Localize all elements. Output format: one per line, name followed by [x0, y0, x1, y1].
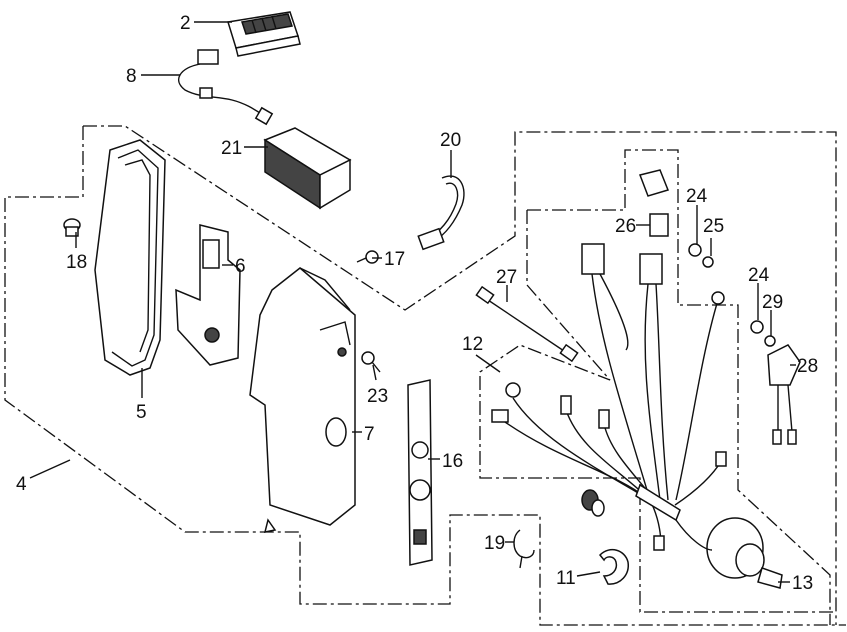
gasket-part-16	[407, 379, 433, 566]
group-outline-left	[4, 125, 846, 626]
nut-part-25	[702, 256, 714, 268]
relay-part-28	[767, 344, 801, 445]
callout-11: 11	[556, 568, 576, 589]
callout-12: 12	[462, 334, 483, 355]
callout-13: 13	[792, 573, 813, 594]
cover-part-5	[94, 139, 166, 376]
bracket-part-6	[175, 224, 241, 366]
control-box-part-7	[249, 267, 356, 533]
callout-5: 5	[136, 402, 147, 423]
regulator-part	[227, 11, 301, 57]
callout-25: 25	[703, 216, 724, 237]
nut-part-24a	[688, 243, 702, 257]
wire-part-27	[475, 285, 579, 363]
fuse-part-26	[638, 169, 670, 237]
callout-20: 20	[440, 130, 461, 151]
leader-lines	[29, 21, 796, 583]
callout-6: 6	[235, 256, 246, 277]
callout-23: 23	[367, 386, 388, 407]
bolt-part-18	[63, 218, 81, 237]
callout-labels: 2 8 21 20 18 6 17 27 26 24 25 24 29 28 1…	[16, 13, 818, 594]
key-switch-part-13	[675, 517, 783, 589]
callout-8: 8	[126, 66, 137, 87]
callout-29: 29	[762, 292, 783, 313]
callout-26: 26	[615, 216, 636, 237]
callout-7: 7	[364, 424, 375, 445]
harness-part-12	[491, 243, 727, 551]
screw-part-23	[361, 351, 381, 373]
callout-4: 4	[16, 474, 27, 495]
grommet-part	[581, 489, 605, 517]
wire-lead-part	[178, 49, 274, 126]
nut-part-24b	[750, 320, 764, 334]
callout-24a: 24	[686, 186, 708, 207]
clamp-band-part	[417, 175, 465, 251]
callout-18: 18	[66, 252, 87, 273]
clamp-part-11	[598, 548, 629, 585]
callout-21: 21	[221, 138, 242, 159]
callout-28: 28	[797, 356, 818, 377]
callout-17: 17	[384, 249, 405, 270]
clip-part-19	[513, 529, 535, 569]
group-outline-harness	[479, 149, 836, 625]
callout-19: 19	[484, 533, 505, 554]
screw-part-17	[356, 250, 379, 264]
callout-27: 27	[496, 267, 517, 288]
pad-part	[263, 127, 352, 210]
nut-part-29	[764, 335, 776, 347]
callout-2: 2	[180, 13, 191, 34]
callout-24b: 24	[748, 265, 770, 286]
callout-16: 16	[442, 451, 463, 472]
